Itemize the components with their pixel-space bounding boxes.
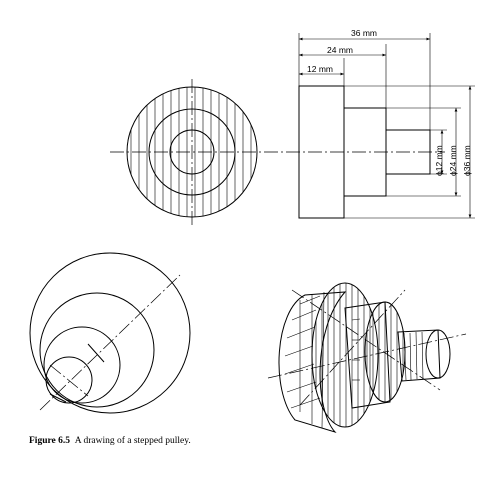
dim-24mm: 24 mm: [327, 45, 353, 55]
length-dimensions: 36 mm 24 mm 12 mm: [298, 28, 431, 130]
dim-dia-12mm: ϕ12 mm: [434, 145, 444, 176]
diameter-dimensions: ϕ12 mm ϕ24 mm ϕ36 mm: [344, 85, 475, 219]
isometric-view: [267, 282, 467, 433]
dim-12mm: 12 mm: [307, 64, 333, 74]
caption-label: Figure 6.5: [29, 436, 70, 446]
perspective-view-left: [29, 252, 191, 414]
dim-36mm: 36 mm: [351, 28, 377, 38]
side-view: [298, 85, 431, 219]
figure-caption: Figure 6.5 A drawing of a stepped pulley…: [29, 436, 191, 446]
caption-text: A drawing of a stepped pulley.: [74, 436, 191, 446]
small-step: [385, 129, 431, 175]
front-view: [126, 79, 258, 225]
dim-dia-24mm: ϕ24 mm: [448, 145, 458, 176]
dim-dia-36mm: ϕ36 mm: [462, 145, 472, 176]
